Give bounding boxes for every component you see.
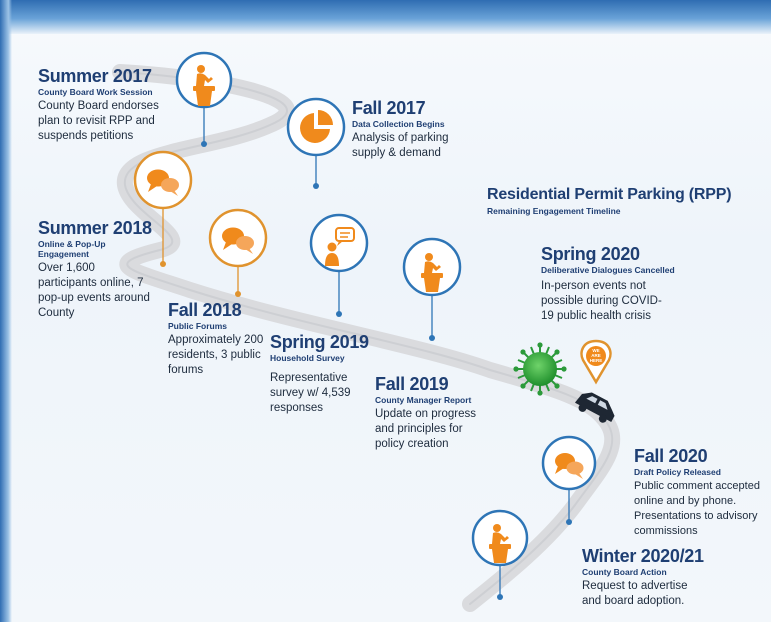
milestone-description: Request to advertise and board adoption. — [582, 580, 688, 607]
milestone-description: Representative survey w/ 4,539 responses — [270, 372, 351, 414]
milestone-event: Online & Pop-Up Engagement — [38, 239, 106, 259]
pin-fall-2019 — [402, 237, 462, 341]
pin-summer-2018 — [133, 150, 193, 267]
top-banner — [0, 0, 771, 34]
milestone-spring-2020: Spring 2020 Deliberative Dialogues Cance… — [541, 244, 675, 324]
milestone-description: Approximately 200 residents, 3 public fo… — [168, 334, 264, 376]
milestone-period: Winter 2020/21 — [582, 546, 704, 566]
pin-fall-2017 — [286, 97, 346, 189]
chat-bubbles-icon — [222, 227, 254, 254]
pin-fall-2018 — [208, 208, 268, 297]
milestone-event: Deliberative Dialogues Cancelled — [541, 265, 675, 275]
left-banner-edge — [0, 0, 12, 622]
page-subtitle: Remaining Engagement Timeline — [487, 206, 621, 216]
podium-icon — [193, 65, 215, 106]
marker-label-3: HERE — [590, 358, 603, 363]
pie-chart-icon — [300, 110, 333, 143]
milestone-period: Summer 2018 — [38, 218, 152, 238]
pin-fall-2020 — [541, 435, 597, 525]
milestone-spring-2019: Spring 2019 Household Survey Representat… — [270, 332, 370, 416]
milestone-event: Data Collection Begins — [352, 119, 445, 129]
milestone-period: Fall 2020 — [634, 446, 708, 466]
car-icon — [575, 392, 615, 423]
survey-person-icon — [325, 227, 355, 266]
milestone-period: Spring 2020 — [541, 244, 640, 264]
milestone-fall-2018: Fall 2018 Public Forums Approximately 20… — [168, 300, 273, 378]
chat-bubbles-icon — [147, 169, 179, 196]
milestone-event: Household Survey — [270, 353, 345, 363]
pin-winter-2020-21 — [471, 509, 529, 600]
chat-bubbles-icon — [555, 453, 584, 479]
milestone-period: Fall 2019 — [375, 374, 449, 394]
marker-label-2: ARE — [591, 353, 601, 358]
pin-summer-2017 — [175, 51, 233, 147]
milestone-event: County Manager Report — [375, 395, 472, 405]
milestone-event: Draft Policy Released — [634, 467, 721, 477]
milestone-winter-2020-21: Winter 2020/21 County Board Action Reque… — [582, 546, 722, 609]
milestone-event: County Board Work Session — [38, 87, 153, 97]
milestone-description: Public comment accepted online and by ph… — [634, 480, 760, 537]
milestone-event: County Board Action — [582, 567, 667, 577]
milestone-description: Update on progress and principles for po… — [375, 408, 477, 450]
pin-spring-2019 — [309, 213, 369, 317]
milestone-fall-2017: Fall 2017 Data Collection Begins Analysi… — [352, 98, 467, 161]
podium-icon — [489, 524, 511, 563]
virus-icon — [513, 342, 567, 396]
milestone-fall-2020: Fall 2020 Draft Policy Released Public c… — [634, 446, 766, 539]
milestone-description: Over 1,600 participants online, 7 pop-up… — [38, 262, 150, 319]
milestone-description: In-person events not possible during COV… — [541, 280, 662, 322]
milestone-fall-2019: Fall 2019 County Manager Report Update o… — [375, 374, 480, 452]
podium-icon — [421, 253, 443, 292]
we-are-here-marker: WE ARE HERE — [580, 339, 612, 385]
milestone-period: Fall 2017 — [352, 98, 426, 118]
page-title: Residential Permit Parking (RPP) — [487, 186, 732, 203]
milestone-summer-2017: Summer 2017 County Board Work Session Co… — [38, 66, 178, 144]
milestone-period: Spring 2019 — [270, 332, 369, 352]
timeline-header: Residential Permit Parking (RPP) Remaini… — [487, 186, 732, 216]
milestone-description: Analysis of parking supply & demand — [352, 132, 449, 159]
milestone-period: Summer 2017 — [38, 66, 152, 86]
milestone-period: Fall 2018 — [168, 300, 242, 320]
milestone-summer-2018: Summer 2018 Online & Pop-Up Engagement O… — [38, 218, 152, 321]
milestone-event: Public Forums — [168, 321, 228, 331]
marker-label-1: WE — [592, 348, 599, 353]
milestone-description: County Board endorses plan to revisit RP… — [38, 100, 159, 142]
